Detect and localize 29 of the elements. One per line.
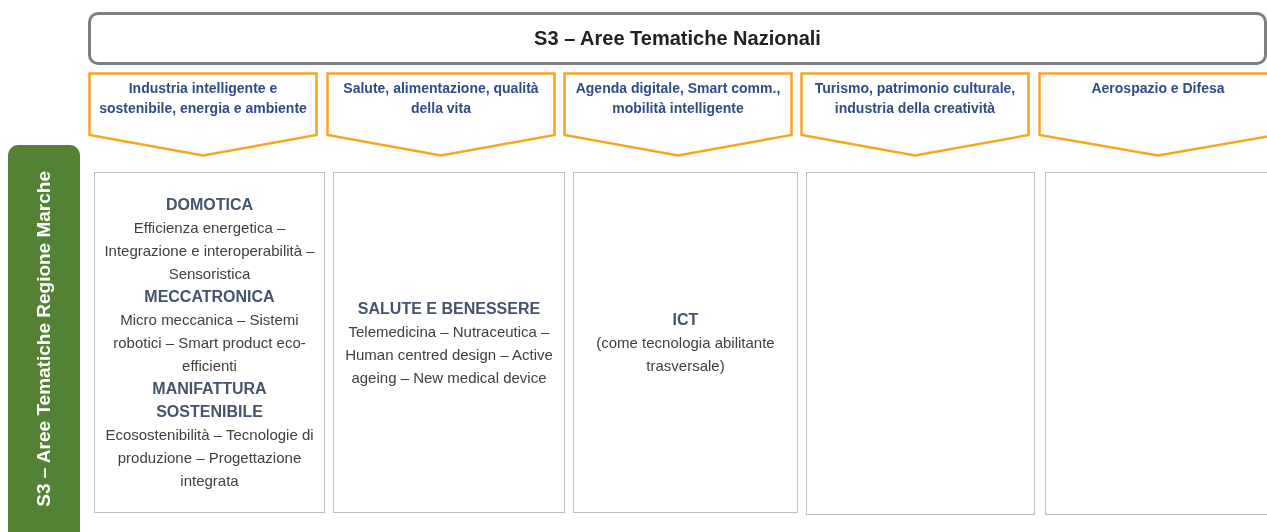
body-text: (come tecnologia abilitante trasversale) [595,333,776,376]
chevron-banner [800,72,1030,157]
content-box [333,172,565,513]
title-text: S3 – Aree Tematiche Regione Marche [33,170,55,507]
title-text: S3 – Aree Tematiche Nazionali [534,27,821,50]
body-text: Telemedicina – Nutraceutica – Human centred design – Active ageing – New medical device [344,321,554,388]
header-box [88,12,1267,65]
chevron-banner [1038,72,1267,157]
heading-text: ICT [672,310,699,330]
heading-text: MANIFATTURA SOSTENIBILE [151,379,268,422]
chevron-banner [326,72,556,157]
heading-text: SALUTE E BENESSERE [357,298,541,319]
heading-text: MECCATRONICA [144,287,275,307]
content-box [94,172,325,513]
chevron-banner [88,72,318,157]
body-text: Efficienza energetica – Integrazione e interoperabilità – Sensoristica [103,218,316,284]
banner-text: Aerospazio e Difesa [1090,79,1226,98]
empty-box [806,172,1035,515]
banner-text: Turismo, patrimonio culturale, industria della creatività [813,79,1017,118]
content-box [573,172,798,513]
banner-text: Agenda digitale, Smart comm., mobilità intelligente [574,79,782,118]
body-text: Micro meccanica – Sistemi robotici – Smart product eco-efficienti [112,310,307,376]
side-band [8,145,80,532]
chevron-banner [563,72,793,157]
body-text: Ecosostenibilità – Tecnologie di produzione – Progettazione integrata [104,425,315,491]
heading-text: DOMOTICA [165,195,254,215]
banner-text: Industria intelligente e sostenibile, energia e ambiente [98,79,308,118]
banner-text: Salute, alimentazione, qualità della vita [342,79,540,118]
empty-box [1045,172,1267,515]
